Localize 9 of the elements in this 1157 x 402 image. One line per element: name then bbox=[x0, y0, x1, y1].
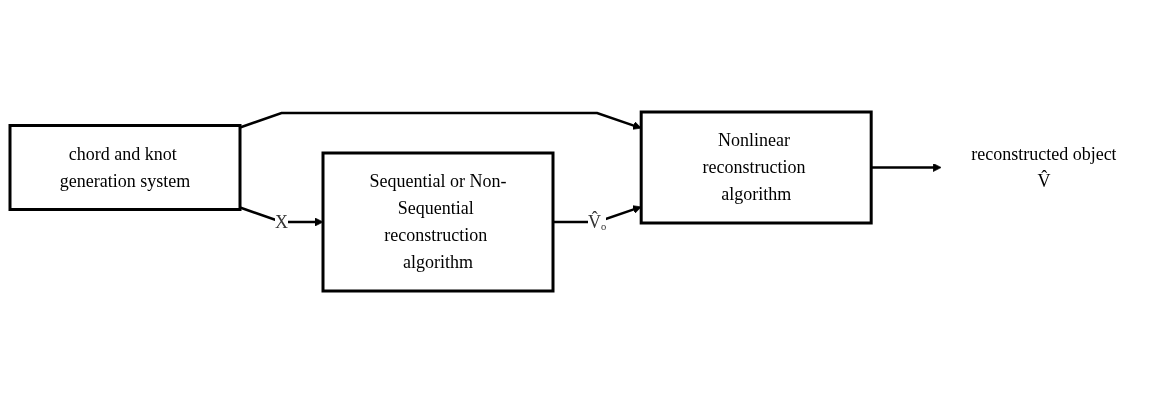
node-box: Sequential or Non-Sequential reconstruction algorithm bbox=[321, 151, 555, 292]
arrow bbox=[871, 162, 942, 172]
node-text: reconstructed object V̂ bbox=[971, 143, 1117, 190]
node-box: chord and knot generation system bbox=[8, 123, 242, 211]
arrow bbox=[239, 205, 324, 226]
node-box: Nonlinear reconstruction algorithm bbox=[639, 110, 873, 224]
arrow bbox=[239, 111, 642, 130]
edge-label: V̂ₒ bbox=[588, 211, 607, 231]
edge-label: X bbox=[275, 211, 289, 231]
